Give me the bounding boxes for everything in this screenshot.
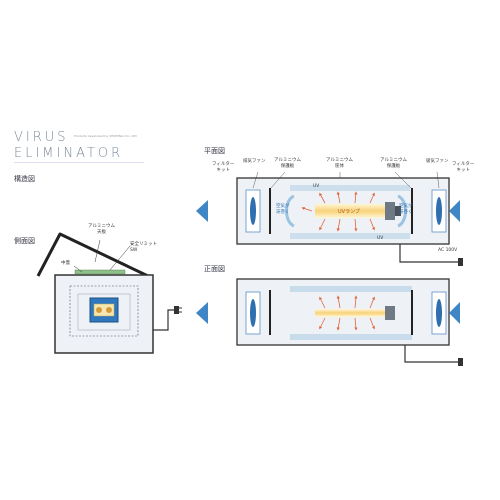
label-aluminum-top: アルミニウム 天板 [88, 224, 115, 235]
side-view-diagram [36, 232, 182, 354]
label-filter-right: フィルター キット [452, 162, 475, 173]
label-clean-air: 清浄空気 [211, 209, 232, 215]
front-label-clean-air: 清浄空気 [211, 311, 232, 317]
structure-heading: 構造図 [14, 175, 35, 183]
brand-line1: VIRUS [14, 130, 69, 145]
label-power: AC 100V [438, 248, 458, 253]
label-intake-fan: 吸気ファン [426, 159, 449, 164]
front-view-diagram [196, 278, 490, 366]
front-label-room-air: 室内空気 [462, 311, 483, 317]
label-al-plate-right: アルミニウム 保護板 [380, 158, 407, 169]
label-al-plate-left: アルミニウム 保護板 [274, 158, 301, 169]
label-air-stir-left: 空気が 滞巻く [276, 204, 290, 215]
label-air-stir-right: 空気が 滞巻く [399, 204, 413, 215]
brand-line2: ELIMINATOR [14, 146, 124, 161]
label-room-air: 室内空気 [462, 209, 483, 215]
label-uv-bottom: UV [377, 236, 384, 241]
label-uv-top: UV [313, 184, 320, 189]
label-filter-left: フィルター キット [212, 162, 235, 173]
side-view-title: 側面図 [14, 237, 35, 245]
plan-view-title: 平面図 [204, 147, 225, 155]
brand-tagline: Products developed by SHIPPING CO., LTD [74, 134, 137, 138]
label-uv-lamp: UVランプ [338, 209, 360, 215]
label-limit-switch: 安全リミット SW [130, 242, 157, 253]
label-al-body: アルミニウム 筐体 [326, 158, 353, 169]
label-middle-lid: 中蓋 [61, 261, 70, 266]
brand-divider [14, 162, 144, 163]
plan-view-diagram [196, 171, 490, 266]
front-view-title: 正面図 [204, 265, 225, 273]
label-exhaust-fan: 排気ファン [243, 159, 266, 164]
